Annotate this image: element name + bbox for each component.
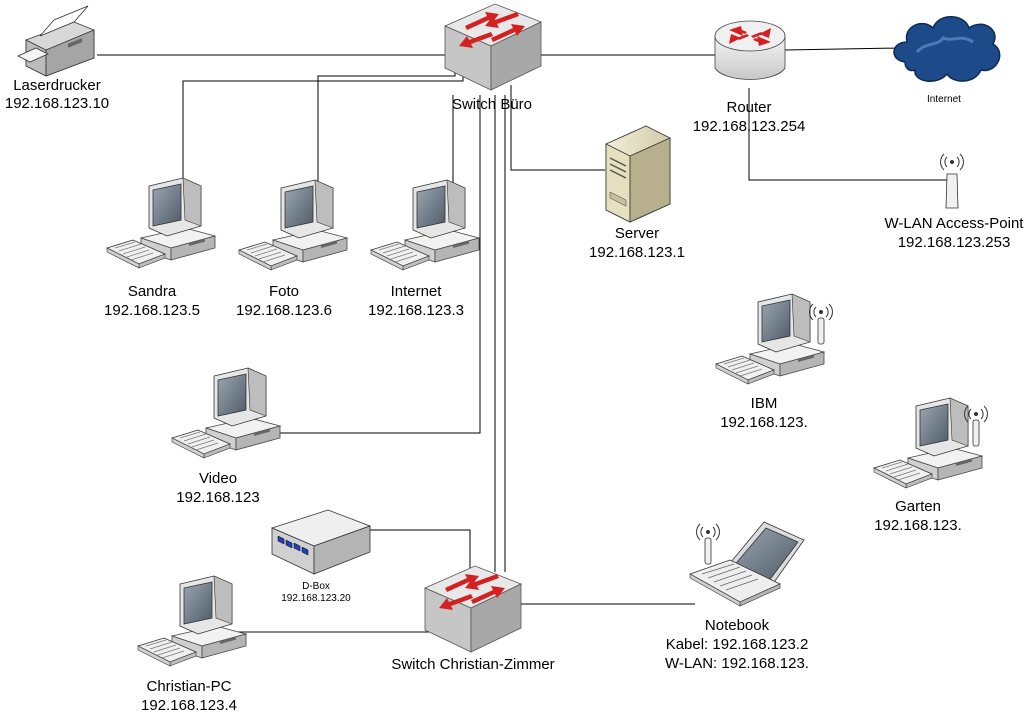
- label-sandra-ip: 192.168.123.5: [104, 302, 200, 319]
- access-point-icon: [940, 153, 964, 209]
- label-dbox-name: D-Box: [302, 581, 330, 592]
- link-switch-sandra: [182, 75, 464, 182]
- pc-video-icon: [171, 367, 281, 459]
- label-video-name: Video: [199, 470, 237, 487]
- pc-ibm-icon: [715, 293, 833, 385]
- label-ibm-ip: 192.168.123.: [720, 414, 808, 431]
- label-foto-ip: 192.168.123.6: [236, 302, 332, 319]
- label-notebook-wlan: W-LAN: 192.168.123.: [665, 655, 809, 672]
- label-ap-ip: 192.168.123.253: [898, 234, 1011, 251]
- label-notebook-name: Notebook: [705, 617, 770, 634]
- label-laserdrucker-ip: 192.168.123.10: [5, 95, 109, 112]
- label-switch-christian: Switch Christian-Zimmer: [391, 656, 554, 673]
- labels: Laserdrucker 192.168.123.10 Switch Büro …: [5, 77, 1024, 714]
- label-internetpc-name: Internet: [391, 283, 443, 300]
- label-server-ip: 192.168.123.1: [589, 244, 685, 261]
- link-switch-server: [510, 85, 605, 171]
- pc-sandra-icon: [106, 177, 216, 269]
- dbox-icon: [270, 509, 372, 575]
- label-notebook-cable: Kabel: 192.168.123.2: [666, 636, 809, 653]
- label-ibm-name: IBM: [751, 395, 778, 412]
- label-laserdrucker-name: Laserdrucker: [13, 77, 101, 94]
- connection-lines: [97, 47, 947, 633]
- label-router-name: Router: [726, 99, 771, 116]
- link-router-ap: [748, 88, 947, 181]
- label-router-ip: 192.168.123.254: [693, 118, 806, 135]
- notebook-icon: [689, 521, 805, 607]
- pc-internet-icon: [370, 179, 480, 271]
- internet-cloud-icon: [893, 16, 1001, 82]
- printer-icon: [17, 5, 95, 77]
- label-garten-name: Garten: [895, 498, 941, 515]
- label-internet-cloud: Internet: [927, 94, 961, 105]
- pc-garten-icon: [873, 397, 988, 489]
- switch-buero-icon: [444, 3, 542, 91]
- link-router-cloud: [784, 47, 901, 51]
- label-video-ip: 192.168.123: [176, 489, 259, 506]
- label-ap-name: W-LAN Access-Point: [885, 215, 1025, 232]
- label-foto-name: Foto: [269, 283, 299, 300]
- label-server-name: Server: [615, 225, 659, 242]
- switch-christian-icon: [424, 565, 522, 653]
- label-internetpc-ip: 192.168.123.3: [368, 302, 464, 319]
- label-dbox-ip: 192.168.123.20: [281, 593, 351, 604]
- link-switch-foto: [317, 70, 456, 186]
- router-icon: [714, 20, 786, 80]
- link-switch-video: [270, 95, 481, 434]
- label-switch-buero: Switch Büro: [452, 96, 532, 113]
- label-christian-name: Christian-PC: [146, 678, 231, 695]
- label-christian-ip: 192.168.123.4: [141, 697, 237, 714]
- pc-foto-icon: [238, 179, 348, 271]
- label-sandra-name: Sandra: [128, 283, 177, 300]
- label-garten-ip: 192.168.123.: [874, 517, 962, 534]
- server-icon: [605, 125, 671, 223]
- pc-christian-icon: [137, 575, 247, 667]
- link-dbox-switch2: [370, 529, 471, 572]
